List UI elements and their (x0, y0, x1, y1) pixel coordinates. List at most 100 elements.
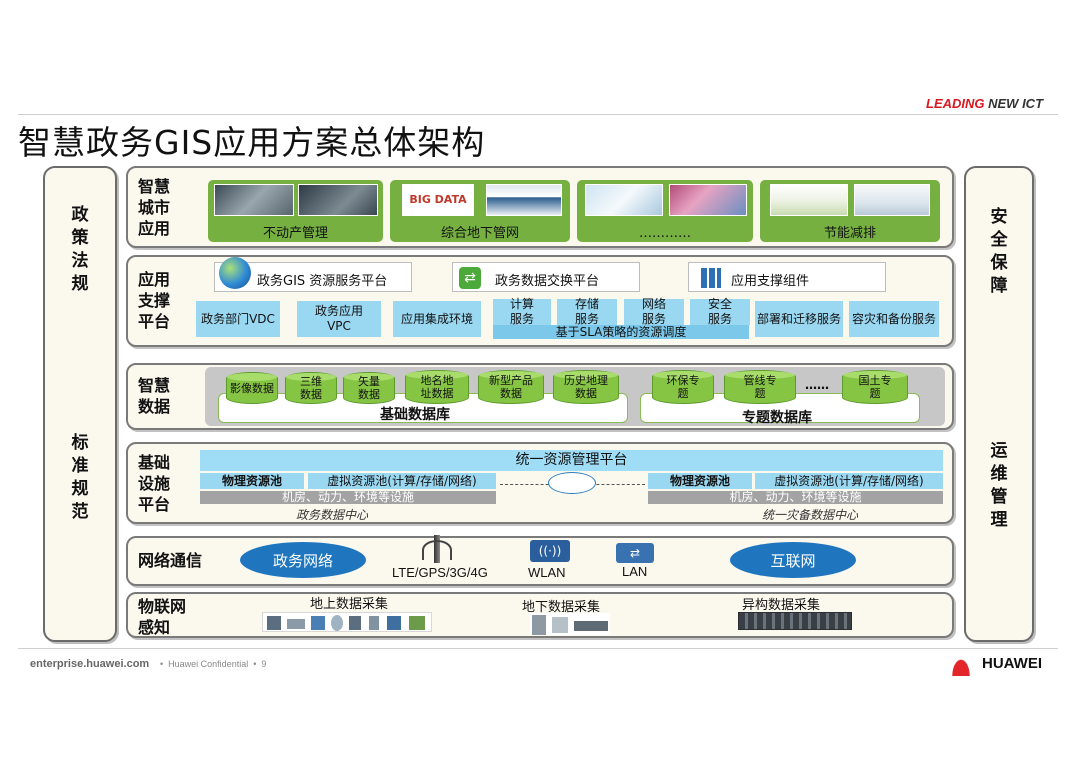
rack-device-icon (574, 621, 608, 631)
layer-smart-city-title: 智慧城市应用 (138, 177, 171, 238)
app-image-dashboard (770, 184, 848, 216)
layer-network-title: 网络通信 (138, 551, 203, 570)
db-land-resources-label: 国土专题 (858, 374, 892, 400)
exchange-icon: ⇄ (459, 267, 481, 289)
service-storage: 存储服务 (557, 297, 617, 326)
db-env-protection: 环保专题 (652, 370, 714, 404)
storage-array-icon (738, 612, 852, 630)
layer-smart-data-title: 智慧数据 (138, 376, 171, 416)
platform-app-components-label: 应用支撑组件 (731, 274, 810, 289)
underground-devices (530, 613, 610, 635)
ground-devices (262, 612, 432, 632)
thematic-db-label: 专题数据库 (742, 410, 812, 426)
hetero-collection-label: 异构数据采集 (742, 598, 821, 613)
db-land-resources: 国土专题 (842, 370, 908, 404)
db-place-address: 地名地址数据 (405, 370, 469, 404)
db-3d-label: 三维数据 (300, 375, 322, 401)
probe-icon (331, 615, 343, 631)
service-integration-env: 应用集成环境 (393, 301, 481, 337)
left-column-bottom-text: 标准规范 (71, 433, 89, 522)
app-image-webpage (486, 184, 562, 216)
reader-icon (387, 616, 401, 630)
db-ellipsis: …… (805, 378, 829, 392)
app-real-estate: 不动产管理 (208, 180, 383, 242)
huawei-logo-text: HUAWEI (982, 655, 1042, 672)
cloud-icon (548, 472, 596, 494)
page-title: 智慧政务GIS应用方案总体架构 (18, 123, 486, 162)
db-historical-geo-label: 历史地理数据 (564, 374, 608, 400)
db-pipeline: 管线专题 (724, 370, 796, 404)
tagline: LEADING NEW ICT (926, 96, 1043, 111)
app-image-meeting (298, 184, 378, 216)
meter-icon (311, 616, 325, 630)
lan-switch-icon: ⇄ (616, 543, 654, 563)
db-new-products-label: 新型产品数据 (489, 374, 533, 400)
camera-icon (287, 619, 305, 629)
layer-infrastructure-title: 基础设施平台 (138, 453, 171, 514)
footer-url: enterprise.huawei.com (30, 658, 150, 670)
app-label-real-estate: 不动产管理 (262, 226, 328, 241)
app-image-chart (854, 184, 930, 216)
box-device-icon (552, 617, 568, 633)
globe-icon (219, 257, 251, 289)
facilities-right: 机房、动力、环境等设施 (648, 491, 943, 504)
phone-icon (369, 616, 379, 630)
wlan-label: WLAN (528, 565, 566, 580)
right-column-top-text: 安全保障 (990, 207, 1008, 296)
sensor-icon (267, 616, 281, 630)
app-image-map (669, 184, 747, 216)
footer-confidential-text: Huawei Confidential (168, 659, 249, 669)
right-column-bottom-text: 运维管理 (990, 441, 1008, 530)
wlan-icon: ((·)) (530, 540, 570, 562)
sla-scheduling: 基于SLA策略的资源调度 (493, 325, 749, 339)
service-migration: 部署和迁移服务 (755, 301, 843, 337)
db-place-address-label: 地名地址数据 (420, 374, 454, 400)
page-number: 9 (261, 659, 267, 669)
right-column: 安全保障 运维管理 (964, 166, 1034, 642)
app-more: ………… (577, 180, 753, 242)
db-vector-label: 矢量数据 (358, 375, 380, 401)
virtual-pool-left: 虚拟资源池(计算/存储/网络) (308, 473, 496, 489)
basic-db-label: 基础数据库 (380, 407, 450, 423)
lan-label: LAN (622, 564, 648, 579)
platform-data-exchange-label: 政务数据交换平台 (495, 274, 600, 289)
db-vector: 矢量数据 (343, 372, 395, 404)
dc-label-left: 政务数据中心 (296, 508, 369, 522)
app-label-underground-pipes: 综合地下管网 (440, 226, 519, 241)
facilities-left: 机房、动力、环境等设施 (200, 491, 496, 504)
underground-collection-label: 地下数据采集 (522, 600, 601, 615)
service-network: 网络服务 (624, 297, 684, 326)
gov-network-cloud: 政务网络 (240, 542, 366, 578)
header-divider (18, 114, 1058, 115)
app-image-monitor (585, 184, 663, 216)
ground-collection-label: 地上数据采集 (310, 597, 389, 612)
tagline-leading: LEADING (926, 96, 985, 111)
db-imagery: 影像数据 (226, 372, 278, 404)
components-icon (701, 268, 721, 288)
db-env-protection-label: 环保专题 (666, 374, 700, 400)
app-label-energy-saving: 节能减排 (823, 226, 876, 241)
service-security: 安全服务 (690, 297, 750, 326)
db-historical-geo: 历史地理数据 (553, 370, 619, 404)
big-data-image: BIG DATA (402, 184, 474, 216)
unified-resource-platform: 统一资源管理平台 (200, 450, 943, 471)
platform-app-components: 应用支撑组件 (688, 262, 886, 292)
signal-wave-icon (422, 540, 452, 560)
mobile-network-label: LTE/GPS/3G/4G (392, 565, 488, 580)
app-underground-pipes: BIG DATA 综合地下管网 (390, 180, 570, 242)
internet-cloud: 互联网 (730, 542, 856, 578)
detector-icon (532, 615, 546, 635)
dc-label-right: 统一灾备数据中心 (762, 508, 859, 522)
huawei-logo-icon (946, 648, 976, 676)
platform-gis-resource: 政务GIS 资源服务平台 (214, 257, 412, 292)
app-image-office (214, 184, 294, 216)
footer-divider (18, 648, 1058, 649)
db-new-products: 新型产品数据 (478, 370, 544, 404)
physical-pool-right: 物理资源池 (648, 473, 752, 489)
db-imagery-label: 影像数据 (230, 381, 274, 395)
footer-confidential: • Huawei Confidential • 9 (160, 659, 267, 669)
service-disaster-backup: 容灾和备份服务 (849, 301, 939, 337)
virtual-pool-right: 虚拟资源池(计算/存储/网络) (755, 473, 943, 489)
service-vdc: 政务部门VDC (196, 301, 280, 337)
left-column-top-text: 政策法规 (71, 205, 89, 294)
